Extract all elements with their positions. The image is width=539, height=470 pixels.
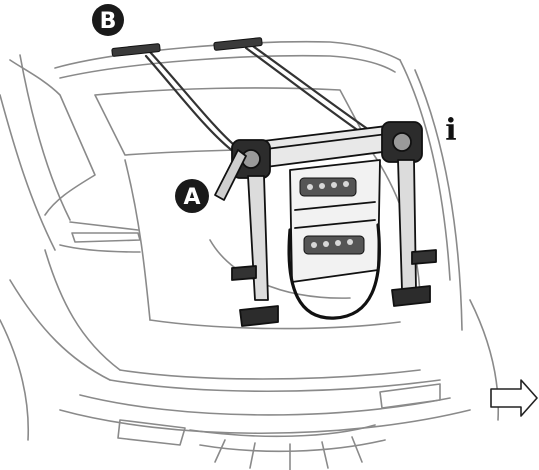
callout-b-label: B [100,9,117,34]
callout-a-label: A [183,185,200,210]
info-icon: i [445,113,456,148]
callout-a-badge: A [175,179,209,213]
arrow-right-outline-icon[interactable] [490,379,538,417]
upper-straps [144,42,374,154]
bike-carrier [214,121,437,327]
info-label: i [445,113,456,148]
strap-hooks [111,37,263,57]
callout-b-badge: B [92,4,124,36]
